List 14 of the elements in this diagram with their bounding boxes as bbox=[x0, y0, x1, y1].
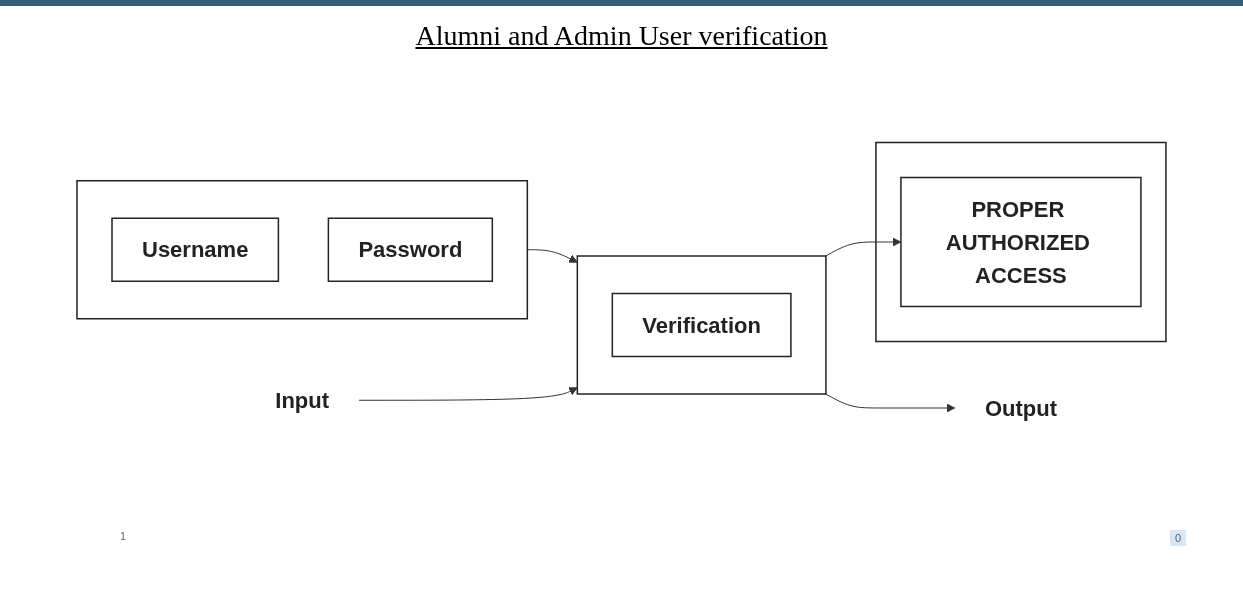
diagram-title: Alumni and Admin User verification bbox=[414, 20, 829, 52]
node-text: Output bbox=[984, 395, 1057, 421]
node-box: Username bbox=[111, 217, 280, 282]
node-box: PROPER AUTHORIZED ACCESS bbox=[900, 176, 1142, 308]
cluster bbox=[76, 180, 529, 320]
cluster bbox=[576, 255, 827, 395]
arrow bbox=[358, 387, 578, 401]
page-number: 1 bbox=[120, 530, 127, 542]
node-box: Verification bbox=[611, 292, 792, 358]
arrow bbox=[825, 393, 956, 413]
node-box: Password bbox=[327, 217, 494, 282]
cluster bbox=[875, 141, 1167, 343]
page-number: 0 bbox=[1170, 530, 1187, 546]
node-text: Input bbox=[275, 387, 330, 413]
